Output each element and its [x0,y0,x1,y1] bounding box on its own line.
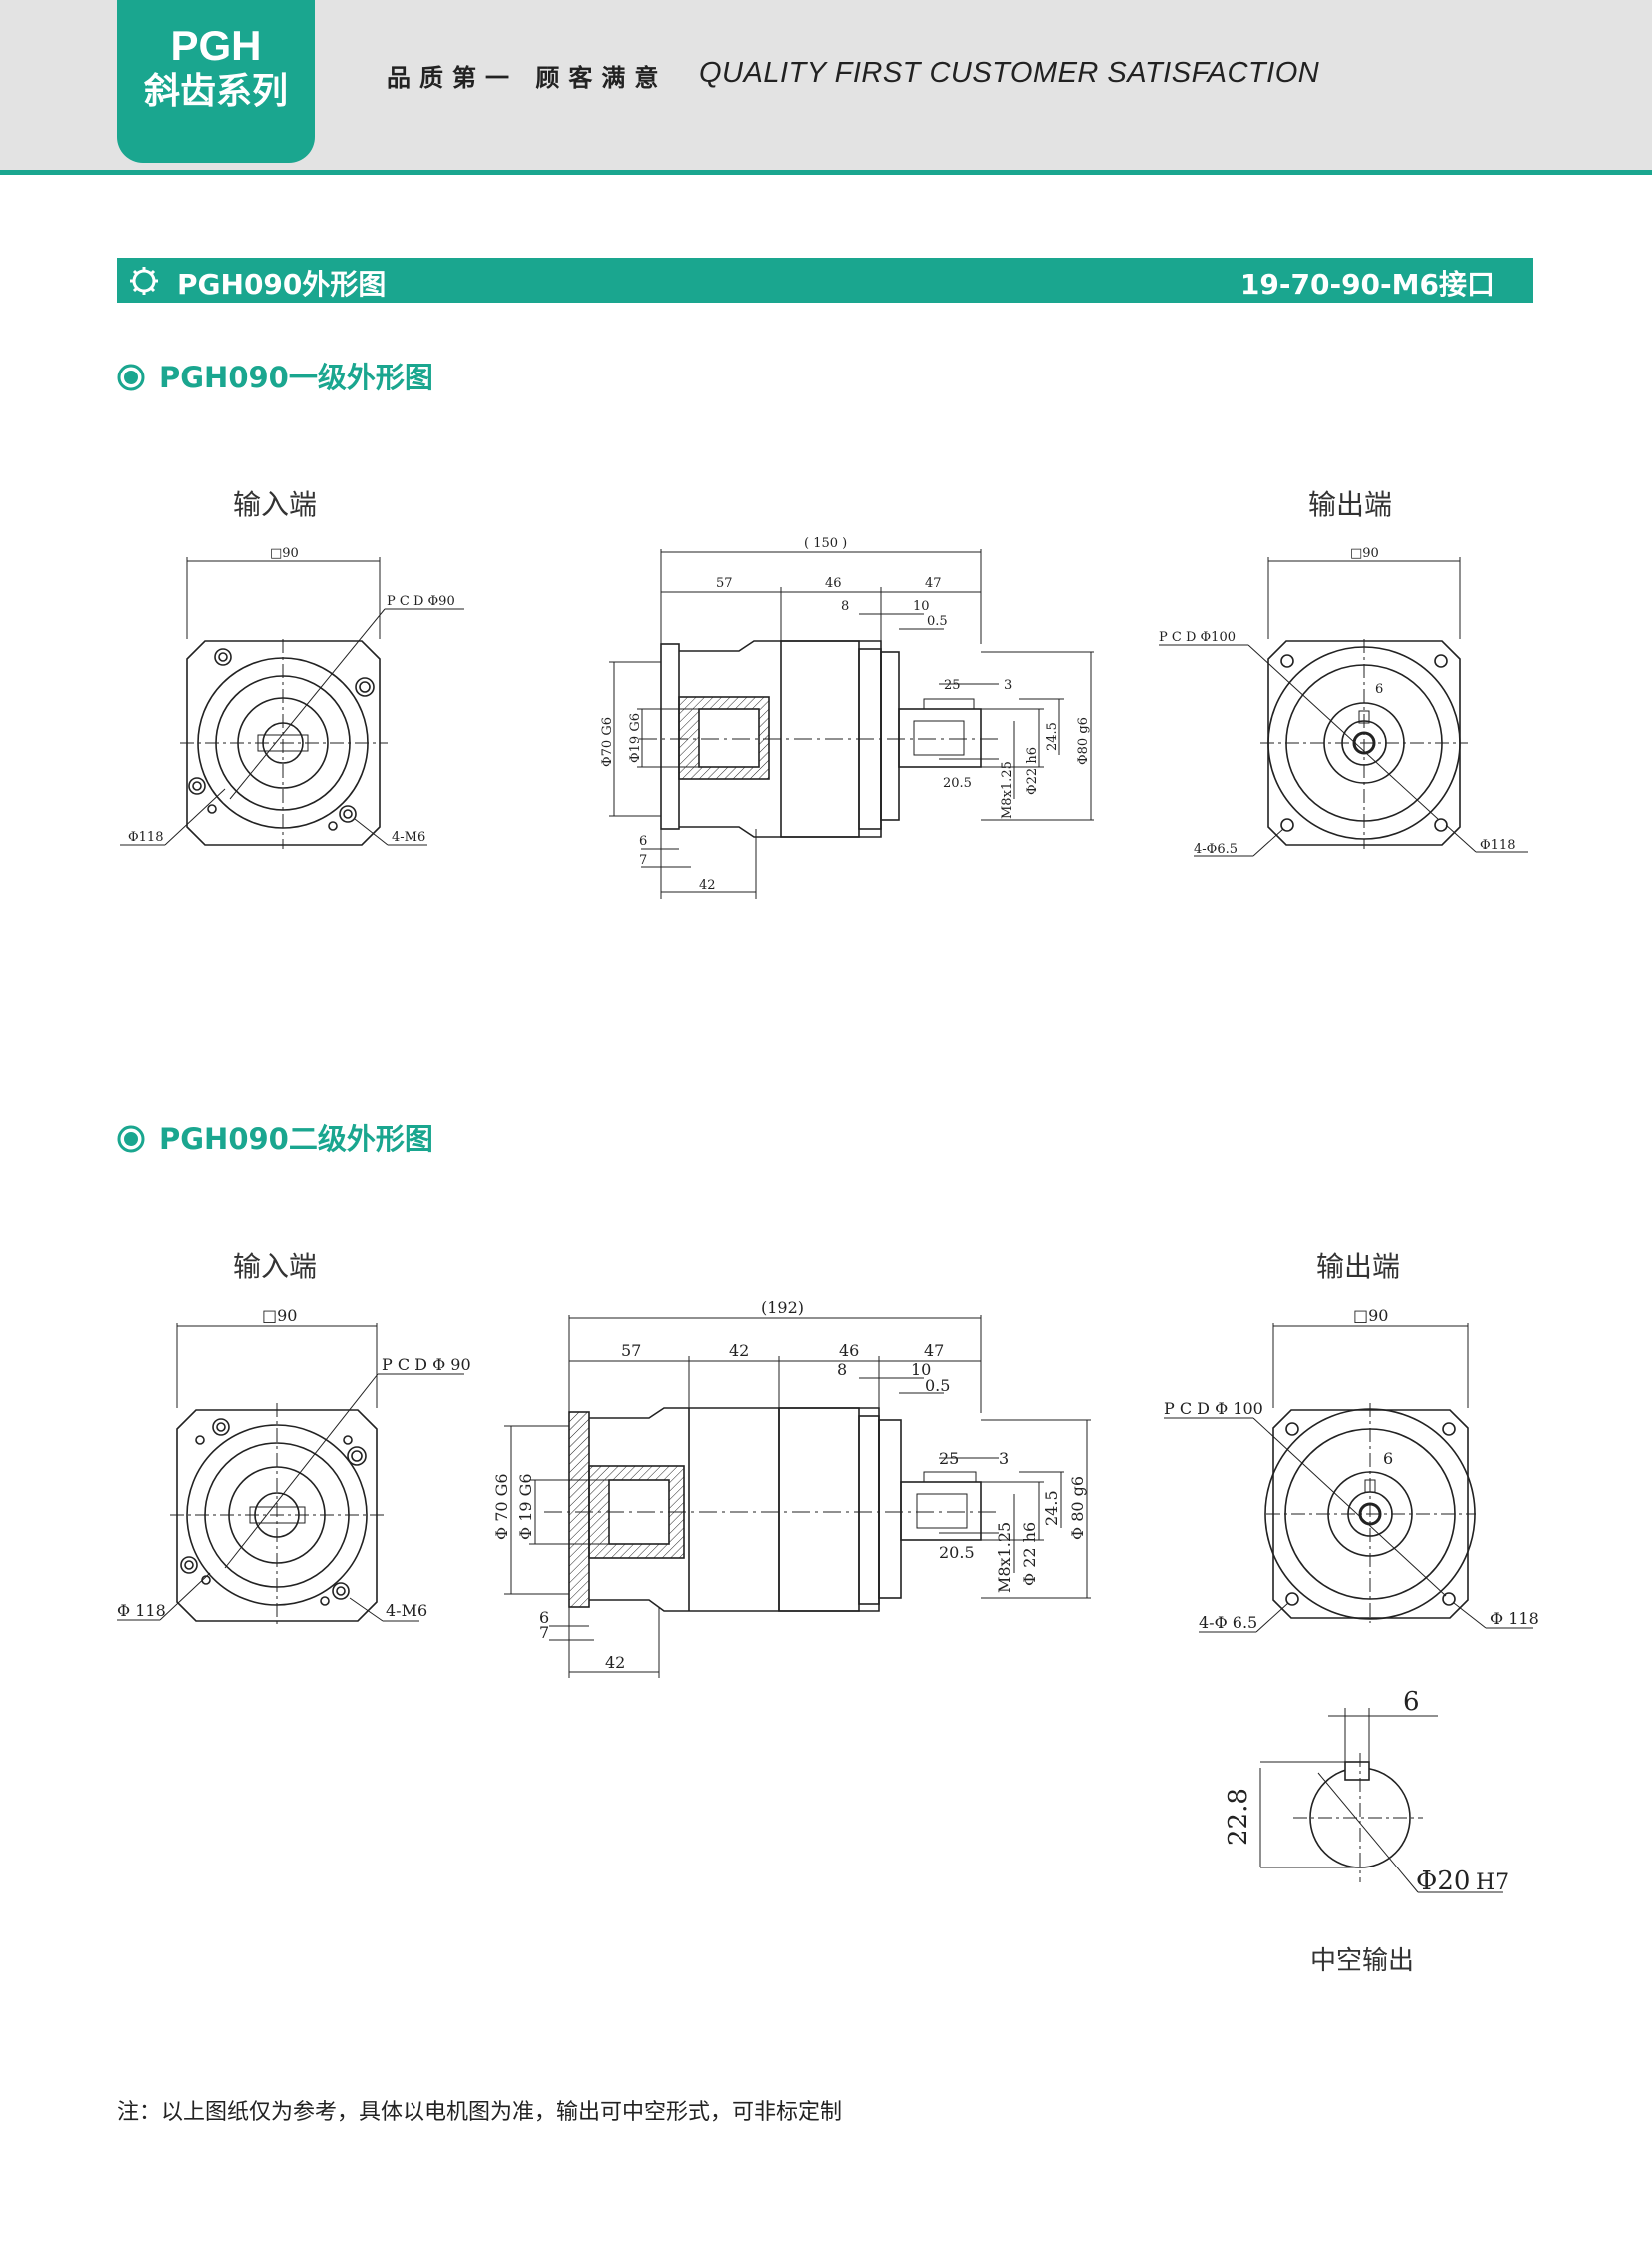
s2-dim-in-square: □90 [262,1306,297,1325]
s2-dim-05: 0.5 [925,1376,950,1395]
hollow-tol: H7 [1476,1870,1509,1895]
s2-dim-57: 57 [621,1341,641,1360]
s2-dim-42a: 42 [729,1341,749,1360]
s2-dim-out-holes: 4-Φ 6.5 [1199,1613,1257,1632]
s1-dim-05: 0.5 [927,614,948,629]
s1-dim-thread: M8x1.25 [1000,761,1015,819]
s2-dim-6: 6 [539,1608,549,1627]
s1-dim-47: 47 [925,576,942,591]
s1-dim-3: 3 [1004,678,1012,693]
s2-dim-thread: M8x1.25 [995,1522,1014,1593]
series-name: 斜齿系列 [143,71,288,112]
s1-dim-245: 24.5 [1045,722,1060,751]
s1-output-view [1159,557,1528,857]
bullet-icon [117,1125,145,1153]
s2-side-view [504,1315,1091,1678]
s1-input-label: 输入端 [233,488,317,521]
section1-title: PGH090一级外形图 [159,361,433,394]
s2-dim-in-pcd: P C D Φ 90 [382,1355,471,1374]
hollow-bore: Φ20 [1416,1867,1470,1896]
s1-dim-6: 6 [639,834,647,849]
section1-heading: PGH090一级外形图 [117,355,433,396]
s2-dim-46: 46 [839,1341,859,1360]
s1-side-view [609,549,1094,899]
slogan-english: QUALITY FIRST CUSTOMER SATISFACTION [699,57,1320,89]
s2-dim-3: 3 [999,1449,1009,1468]
s2-dim-in-bolts: 4-M6 [386,1601,427,1620]
s2-dim-flange: Φ 80 g6 [1068,1476,1087,1540]
s2-dim-pilot: Φ 70 G6 [492,1473,511,1540]
s1-dim-8: 8 [841,599,849,614]
s2-dim-in-od: Φ 118 [117,1601,166,1620]
s2-dim-bore: Φ 19 G6 [516,1473,535,1540]
s1-dim-7: 7 [639,853,647,868]
footnote: 注：以上图纸仅为参考，具体以电机图为准，输出可中空形式，可非标定制 [117,2100,843,2125]
s2-dim-47: 47 [924,1341,944,1360]
s1-dim-out-pcd: P C D Φ100 [1159,630,1236,645]
s1-dim-out-od: Φ118 [1480,838,1515,853]
section1-drawing: 输入端 输出端 □90 P C D Φ90 Φ118 4-M6 ( 150 ) … [120,488,1528,899]
gear-icon [130,267,158,295]
s2-dim-out-od: Φ 118 [1490,1609,1539,1628]
s1-dim-out-square: □90 [1350,546,1379,561]
s2-dim-205: 20.5 [939,1543,975,1562]
s2-output-label: 输出端 [1316,1250,1400,1283]
s2-dim-out-pcd: P C D Φ 100 [1164,1399,1263,1418]
series-tab: PGH 斜齿系列 [117,0,315,163]
s1-dim-in-pcd: P C D Φ90 [387,594,455,609]
s2-dim-25: 25 [939,1449,959,1468]
series-code: PGH [170,22,262,69]
s1-dim-205: 20.5 [943,776,972,791]
s2-dim-shaft: Φ 22 h6 [1020,1522,1039,1586]
s2-dim-8: 8 [837,1360,847,1379]
title-bar: PGH090外形图 19-70-90-M6接口 [117,258,1533,303]
s1-dim-flange: Φ80 g6 [1076,717,1091,765]
hollow-height: 22.8 [1224,1788,1253,1846]
title-left: PGH090外形图 [177,268,387,301]
s1-dim-in-square: □90 [270,546,299,561]
section2-title: PGH090二级外形图 [159,1122,433,1156]
s2-dim-total: (192) [761,1298,804,1317]
s2-input-label: 输入端 [233,1250,317,1283]
s2-dim-out-square: □90 [1353,1306,1388,1325]
s1-output-label: 输出端 [1308,488,1392,521]
header-rule [0,170,1652,175]
s1-dim-25: 25 [944,678,961,693]
s1-dim-57: 57 [716,576,733,591]
slogan-chinese: 品质第一 顾客满意 [387,63,668,92]
s1-dim-10: 10 [913,599,930,614]
s2-dim-out-key: 6 [1383,1449,1393,1468]
s2-hollow-detail [1259,1708,1503,1893]
section2-heading: PGH090二级外形图 [117,1117,433,1158]
s1-dim-total: ( 150 ) [804,536,847,551]
s1-dim-shaft: Φ22 h6 [1025,747,1040,795]
s1-dim-in-bolts: 4-M6 [392,830,425,845]
s1-dim-bore: Φ19 G6 [628,713,643,763]
s2-dim-42: 42 [605,1653,625,1672]
hollow-key-width: 6 [1403,1687,1420,1717]
s2-dim-245: 24.5 [1042,1490,1061,1526]
s1-dim-in-od: Φ118 [128,830,163,845]
s2-output-view [1164,1323,1533,1633]
s2-dim-7: 7 [539,1623,549,1642]
s2-dim-10: 10 [911,1360,931,1379]
hollow-label: 中空输出 [1310,1946,1414,1976]
s1-dim-42: 42 [699,878,716,893]
s2-input-view [117,1323,464,1626]
s1-dim-46: 46 [825,576,842,591]
s1-dim-out-holes: 4-Φ6.5 [1194,842,1238,857]
s1-dim-pilot: Φ70 G6 [600,717,615,767]
bullet-icon [117,364,145,391]
title-right: 19-70-90-M6接口 [1239,268,1495,301]
s1-dim-out-key: 6 [1375,682,1383,697]
s1-input-view [120,557,464,849]
section2-drawing: 输入端 输出端 □90 P C D Φ 90 Φ 118 4-M6 (192) … [117,1250,1539,1976]
